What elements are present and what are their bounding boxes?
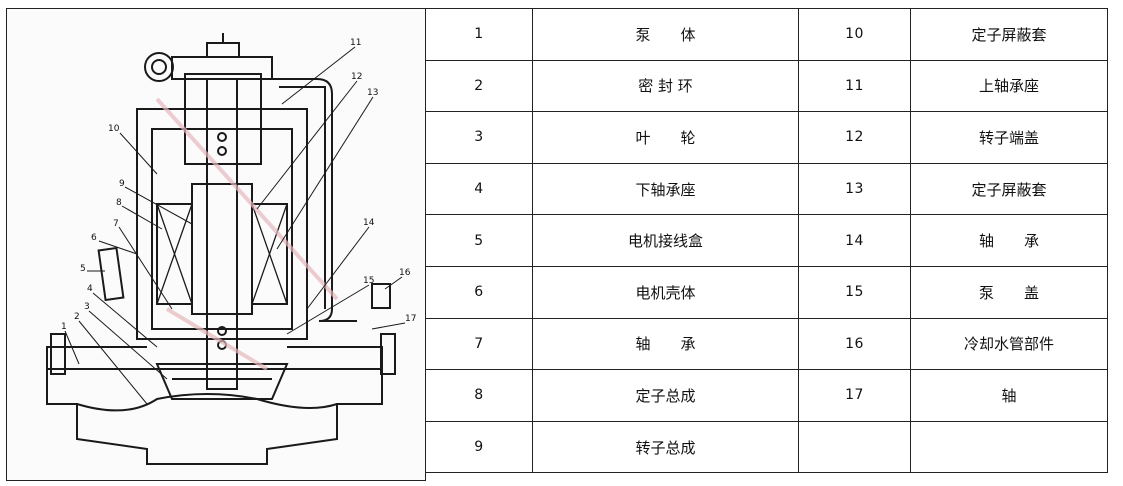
part-name: 定子屏蔽套 <box>910 162 1108 216</box>
part-name: 轴 承 <box>532 317 799 371</box>
callout-6: 6 <box>91 233 97 243</box>
part-number: 13 <box>798 162 911 216</box>
callout-11: 11 <box>350 38 361 48</box>
callout-9: 9 <box>119 179 125 189</box>
part-name: 泵 盖 <box>910 265 1108 319</box>
callout-16: 16 <box>399 268 411 278</box>
part-number: 8 <box>425 369 533 422</box>
table-row: 7 轴 承 16 冷却水管部件 <box>425 317 1108 371</box>
impeller <box>155 363 289 400</box>
part-number: 17 <box>798 369 911 422</box>
callout-10: 10 <box>108 124 120 134</box>
part-number: 16 <box>798 317 911 371</box>
part-name: 转子端盖 <box>910 111 1108 164</box>
part-number: 11 <box>798 59 911 113</box>
part-name: 密 封 环 <box>532 59 799 113</box>
rotor <box>191 183 253 315</box>
left-flange-bolt <box>50 333 66 375</box>
part-number: 15 <box>798 265 911 319</box>
top-bearing-seat <box>184 73 262 165</box>
pump-body-inner <box>76 393 338 412</box>
part-number: 3 <box>425 111 533 164</box>
callout-15: 15 <box>363 276 374 286</box>
part-name <box>910 420 1108 474</box>
part-name: 上轴承座 <box>910 59 1108 113</box>
table-row: 2 密 封 环 11 上轴承座 <box>425 59 1108 113</box>
part-name: 轴 <box>910 369 1108 422</box>
part-number: 7 <box>425 317 533 371</box>
junction-box <box>97 246 125 302</box>
part-number: 2 <box>425 59 533 113</box>
callout-labels: 1 2 3 4 5 6 7 8 9 10 11 12 13 14 15 16 1… <box>61 38 416 332</box>
callout-8: 8 <box>116 198 122 208</box>
callout-14: 14 <box>363 218 375 228</box>
part-number: 6 <box>425 265 533 319</box>
part-number: 4 <box>425 162 533 216</box>
part-name: 泵 体 <box>532 8 799 61</box>
part-name: 电机壳体 <box>532 265 799 319</box>
part-name: 叶 轮 <box>532 111 799 164</box>
part-name: 轴 承 <box>910 214 1108 267</box>
callout-12: 12 <box>351 72 362 82</box>
part-name: 转子总成 <box>532 420 799 474</box>
part-number: 1 <box>425 8 533 61</box>
part-number: 14 <box>798 214 911 267</box>
part-number: 12 <box>798 111 911 164</box>
table-row: 9 转子总成 <box>425 420 1108 474</box>
right-flange-bolt <box>380 333 396 375</box>
table-row: 1 泵 体 10 定子屏蔽套 <box>425 8 1108 61</box>
cooling-pipe <box>272 78 357 322</box>
table-row: 5 电机接线盒 14 轴 承 <box>425 214 1108 267</box>
motor-housing <box>136 108 308 340</box>
part-number <box>798 420 911 474</box>
motor-inner <box>151 128 293 330</box>
parts-list-table: 1 泵 体 10 定子屏蔽套 2 密 封 环 11 上轴承座 3 叶 轮 12 … <box>425 8 1108 474</box>
pump-body-outline <box>46 368 383 465</box>
callout-13: 13 <box>367 88 378 98</box>
part-name: 冷却水管部件 <box>910 317 1108 371</box>
table-row: 3 叶 轮 12 转子端盖 <box>425 111 1108 164</box>
top-cap <box>171 56 273 80</box>
part-number: 10 <box>798 8 911 61</box>
part-number: 9 <box>425 420 533 474</box>
table-row: 6 电机壳体 15 泵 盖 <box>425 265 1108 319</box>
table-row: 4 下轴承座 13 定子屏蔽套 <box>425 162 1108 216</box>
callout-17: 17 <box>405 314 416 324</box>
pump-diagram-panel: 1 2 3 4 5 6 7 8 9 10 11 12 13 14 15 16 1… <box>6 8 426 481</box>
cooling-valve <box>371 283 391 309</box>
part-name: 下轴承座 <box>532 162 799 216</box>
callout-5: 5 <box>80 264 86 274</box>
pump-cross-section-drawing: 1 2 3 4 5 6 7 8 9 10 11 12 13 14 15 16 1… <box>46 33 416 465</box>
part-number: 5 <box>425 214 533 267</box>
callout-3: 3 <box>84 302 90 312</box>
callout-1: 1 <box>61 322 67 332</box>
callout-4: 4 <box>87 284 93 294</box>
part-name: 定子总成 <box>532 369 799 422</box>
part-name: 定子屏蔽套 <box>910 8 1108 61</box>
lifting-eye <box>144 52 174 82</box>
table-row: 8 定子总成 17 轴 <box>425 369 1108 422</box>
callout-2: 2 <box>74 312 80 322</box>
callout-7: 7 <box>113 219 119 229</box>
part-name: 电机接线盒 <box>532 214 799 267</box>
